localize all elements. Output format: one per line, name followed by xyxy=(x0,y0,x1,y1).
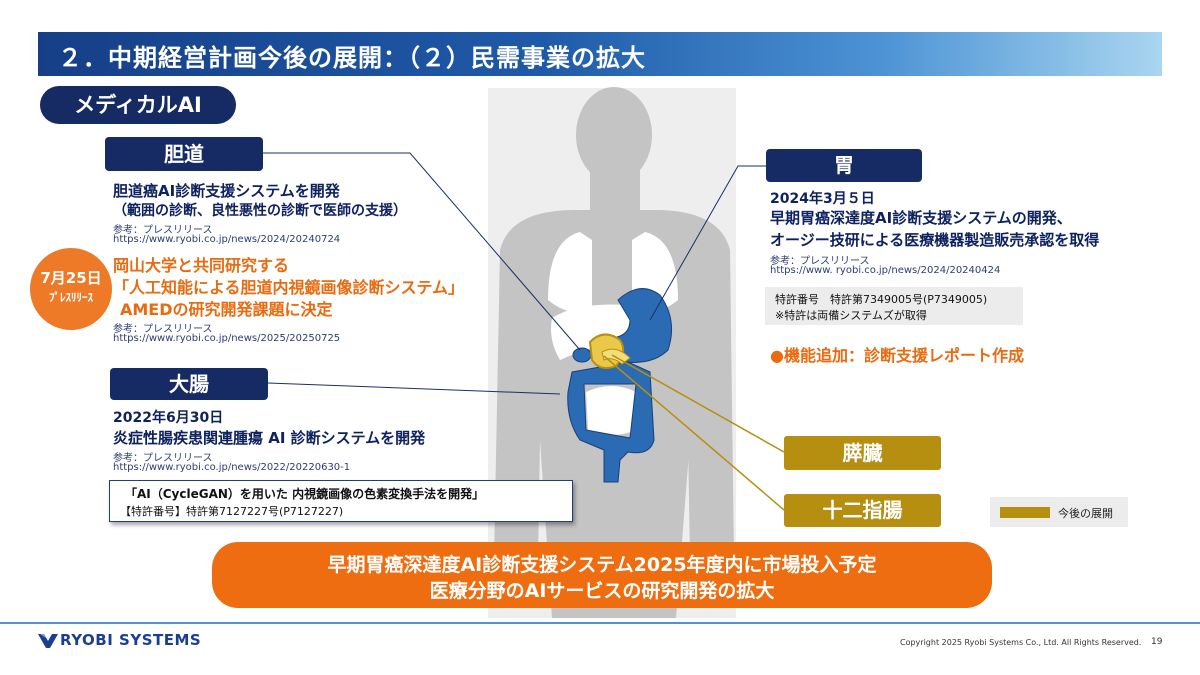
section-label: メディカルAI xyxy=(40,86,236,124)
legend-label: 今後の展開 xyxy=(1058,507,1113,520)
tag-colon: 大腸 xyxy=(110,368,268,400)
biliary-subtitle: （範囲の診断、良性悪性の診断で医師の支援） xyxy=(113,203,407,219)
tag-stomach: 胃 xyxy=(766,149,922,182)
research-line-3: AMEDの研究開発課題に決定 xyxy=(120,300,333,319)
biliary-ref-link[interactable]: https://www.ryobi.co.jp/news/2024/202407… xyxy=(113,234,341,245)
colon-patent-title: 「AI（CycleGAN）を用いた 内視鏡画像の色素変換手法を開発」 xyxy=(125,487,485,501)
research-line-2: 「人工知能による胆道内視鏡画像診断システム」 xyxy=(113,278,465,297)
page-title: ２．中期経営計画今後の展開：（２）民需事業の拡大 xyxy=(58,44,646,72)
connector-biliary xyxy=(263,152,581,351)
research-ref-label: 参考：プレスリリース xyxy=(113,324,213,335)
banner-line-1: 早期胃癌深達度AI診断支援システム2025年度内に市場投入予定 xyxy=(327,554,877,576)
company-logo-text: RYOBI SYSTEMS xyxy=(60,631,202,649)
stomach-feature: ●機能追加：診断支援レポート作成 xyxy=(770,346,1024,365)
summary-banner: 早期胃癌深達度AI診断支援システム2025年度内に市場投入予定 医療分野のAIサ… xyxy=(212,542,992,608)
liver xyxy=(551,304,640,360)
stomach-patent-note: ※特許は両備システムズが取得 xyxy=(775,309,927,322)
page-number: 19 xyxy=(1151,637,1163,647)
stomach-title-2: オージー技研による医療機器製造販売承認を取得 xyxy=(770,231,1100,249)
press-release-badge: 7月25日 ﾌﾟﾚｽﾘﾘｰｽ xyxy=(30,248,112,330)
tag-biliary: 胆道 xyxy=(105,137,263,171)
colon-patent-number: 【特許番号】特許第7127227号(P7127227) xyxy=(120,505,344,518)
tag-pancreas: 膵臓 xyxy=(784,436,941,470)
stomach-date: 2024年3月５日 xyxy=(770,191,875,207)
stomach-ref-link[interactable]: https://www. ryobi.co.jp/news/2024/20240… xyxy=(770,265,1001,276)
colon-date: 2022年6月30日 xyxy=(113,410,224,426)
biliary-title: 胆道癌AI診断支援システムを開発 xyxy=(113,182,340,200)
footer-divider xyxy=(0,622,1200,624)
badge-text: ﾌﾟﾚｽﾘﾘｰｽ xyxy=(49,291,93,304)
colon-title: 炎症性腸疾患関連腫瘍 AI 診断システムを開発 xyxy=(113,429,426,447)
research-ref-link[interactable]: https://www.ryobi.co.jp/news/2025/202507… xyxy=(113,333,341,344)
stomach-patent-box xyxy=(765,287,1023,325)
connector-duodenum xyxy=(603,355,785,511)
stomach-title-1: 早期胃癌深達度AI診断支援システムの開発、 xyxy=(770,209,1072,227)
research-line-1: 岡山大学と共同研究する xyxy=(113,256,290,275)
small-intestine xyxy=(586,386,636,435)
ryobi-logo-icon xyxy=(38,634,58,648)
biliary-ref-label: 参考：プレスリリース xyxy=(113,225,213,236)
connector-stomach xyxy=(649,165,766,321)
legend-swatch xyxy=(1000,507,1050,518)
connector-pancreas xyxy=(611,354,785,453)
colon xyxy=(567,361,655,483)
connector-colon xyxy=(267,382,561,395)
colon-patent-box xyxy=(109,480,573,522)
colon-ref-label: 参考：プレスリリース xyxy=(113,453,213,464)
header-bar xyxy=(38,32,1162,76)
badge-date: 7月25日 xyxy=(40,269,102,287)
colon-ref-link[interactable]: https://www.ryobi.co.jp/news/2022/202206… xyxy=(113,462,351,473)
gallbladder xyxy=(572,347,592,363)
tag-duodenum: 十二指腸 xyxy=(784,494,941,527)
copyright: Copyright 2025 Ryobi Systems Co., Ltd. A… xyxy=(900,638,1142,647)
banner-line-2: 医療分野のAIサービスの研究開発の拡大 xyxy=(429,580,775,602)
stomach-ref-label: 参考：プレスリリース xyxy=(770,256,870,267)
stomach-patent-number: 特許番号 特許第7349005号(P7349005) xyxy=(775,293,988,306)
stomach xyxy=(611,288,673,363)
